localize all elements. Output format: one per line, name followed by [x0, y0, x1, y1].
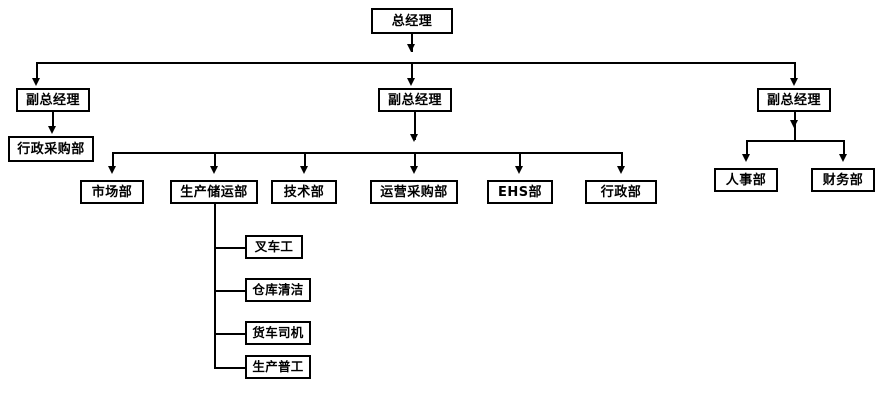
connector-bus-to-deputy-center: [411, 62, 413, 80]
connector-bus-to-deputy-left: [36, 62, 38, 80]
connector-level2-bus: [36, 62, 796, 64]
connector-deputy-center-stem: [414, 112, 416, 140]
arrowhead-finance: [839, 154, 847, 162]
node-production-storage-transport-department[interactable]: 生产储运部: [170, 180, 258, 204]
arrowhead-operations: [410, 166, 418, 174]
arrowhead-gm-stem: [407, 44, 415, 52]
node-deputy-gm-center[interactable]: 副总经理: [378, 88, 452, 112]
arrowhead-technology: [300, 166, 308, 174]
arrowhead-ehs: [515, 166, 523, 174]
node-hr-department[interactable]: 人事部: [714, 168, 778, 192]
connector-bus-to-deputy-right: [794, 62, 796, 80]
arrowhead-market: [108, 166, 116, 174]
connector-bus-to-hr: [746, 140, 748, 156]
connector-bus-to-operations: [414, 152, 416, 168]
arrowhead-deputy-right: [790, 78, 798, 86]
connector-bus-to-ehs: [519, 152, 521, 168]
node-administration-department[interactable]: 行政部: [585, 180, 657, 204]
connector-bus-to-administration: [621, 152, 623, 168]
node-technology-department[interactable]: 技术部: [271, 180, 337, 204]
node-truck-driver[interactable]: 货车司机: [245, 321, 311, 345]
node-admin-procurement[interactable]: 行政采购部: [8, 136, 94, 162]
node-forklift-operator[interactable]: 叉车工: [245, 235, 303, 259]
node-deputy-gm-right[interactable]: 副总经理: [757, 88, 831, 112]
connector-bus-to-market: [112, 152, 114, 168]
node-operations-procurement-department[interactable]: 运营采购部: [370, 180, 458, 204]
connector-trunk-to-general-worker: [214, 367, 246, 369]
connector-trunk-to-warehouse-cleaning: [214, 290, 246, 292]
arrowhead-hr: [742, 154, 750, 162]
arrowhead-admin-procurement: [48, 126, 56, 134]
arrowhead-administration: [617, 166, 625, 174]
connector-bus-to-finance: [843, 140, 845, 156]
connector-gm-stem: [411, 34, 413, 52]
arrowhead-production: [210, 166, 218, 174]
node-general-production-worker[interactable]: 生产普工: [245, 355, 311, 379]
arrowhead-center-stem: [410, 134, 418, 142]
node-finance-department[interactable]: 财务部: [811, 168, 875, 192]
node-deputy-gm-left[interactable]: 副总经理: [16, 88, 90, 112]
arrowhead-right-stem: [790, 120, 798, 128]
connector-department-bus: [112, 152, 622, 154]
connector-production-trunk: [214, 204, 216, 367]
arrowhead-deputy-center: [407, 78, 415, 86]
connector-trunk-to-forklift: [214, 247, 246, 249]
node-ehs-department[interactable]: EHS部: [487, 180, 553, 204]
node-general-manager[interactable]: 总经理: [371, 8, 453, 34]
connector-deputy-left-stem: [52, 112, 54, 128]
connector-right-bus: [746, 140, 844, 142]
connector-bus-to-production: [214, 152, 216, 168]
node-warehouse-cleaning[interactable]: 仓库清洁: [245, 278, 311, 302]
connector-bus-to-technology: [304, 152, 306, 168]
node-market-department[interactable]: 市场部: [80, 180, 144, 204]
connector-trunk-to-truck-driver: [214, 333, 246, 335]
arrowhead-deputy-left: [32, 78, 40, 86]
